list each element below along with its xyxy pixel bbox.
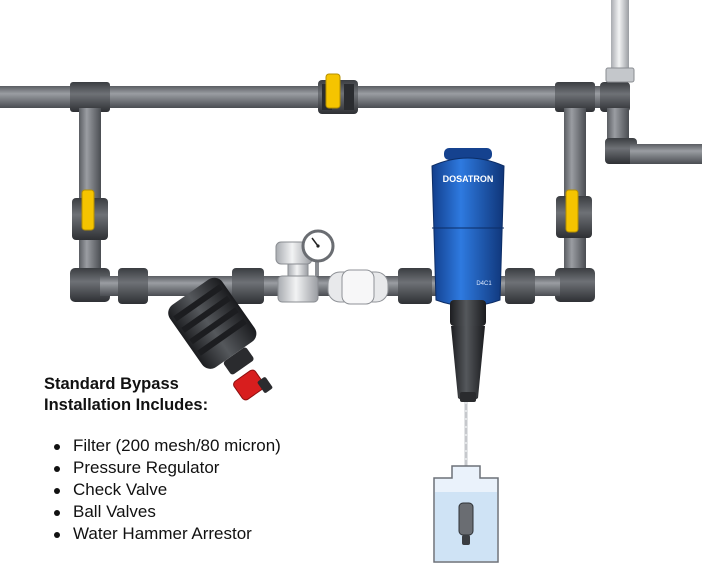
right-bypass-leg (555, 108, 595, 302)
right-elbow-fitting (600, 82, 630, 112)
check-valve (327, 269, 389, 305)
list-item: Pressure Regulator (54, 457, 281, 479)
solution-tank-assembly (433, 402, 499, 563)
outlet-pipe (630, 144, 702, 164)
caption-heading-line1: Standard Bypass (44, 375, 179, 393)
injector-dosing-piston (451, 326, 485, 402)
union-fitting-3 (398, 268, 432, 304)
dosatron-logo: DOSATRON (443, 174, 494, 184)
main-valve-handle (325, 73, 341, 109)
list-item: Filter (200 mesh/80 micron) (54, 435, 281, 457)
left-valve-handle (81, 189, 95, 231)
filter-drain-handle (233, 369, 265, 401)
dosatron-model-label: D4C1 (476, 281, 492, 287)
list-item: Water Hammer Arrestor (54, 523, 281, 545)
installation-caption: Standard Bypass Installation Includes: F… (44, 374, 281, 545)
union-fitting-1 (118, 268, 148, 304)
union-fitting-2 (232, 268, 264, 304)
main-pipe (0, 86, 610, 108)
gauge-needle (311, 237, 319, 247)
left-bypass-leg (70, 108, 110, 302)
list-item: Check Valve (54, 479, 281, 501)
pressure-regulator (275, 229, 335, 303)
main-water-line (0, 0, 702, 164)
caption-heading: Standard Bypass Installation Includes: (44, 374, 281, 416)
left-tee-fitting (70, 82, 110, 112)
main-ball-valve (318, 73, 358, 114)
list-item: Ball Valves (54, 501, 281, 523)
injector-coupling (450, 300, 486, 326)
component-list: Filter (200 mesh/80 micron) Pressure Reg… (44, 435, 281, 545)
union-fitting-4 (505, 268, 535, 304)
outlet-elbow (605, 138, 637, 164)
suction-strainer (458, 502, 474, 536)
right-tee-fitting (555, 82, 595, 112)
filter (168, 277, 273, 401)
right-valve-handle (565, 189, 579, 233)
right-lower-elbow (555, 268, 595, 302)
arrestor-fitting (605, 67, 635, 83)
water-hammer-arrestor (611, 0, 629, 72)
caption-heading-line2: Installation Includes: (44, 396, 209, 414)
dosatron-injector: DOSATRON D4C1 (431, 148, 505, 402)
